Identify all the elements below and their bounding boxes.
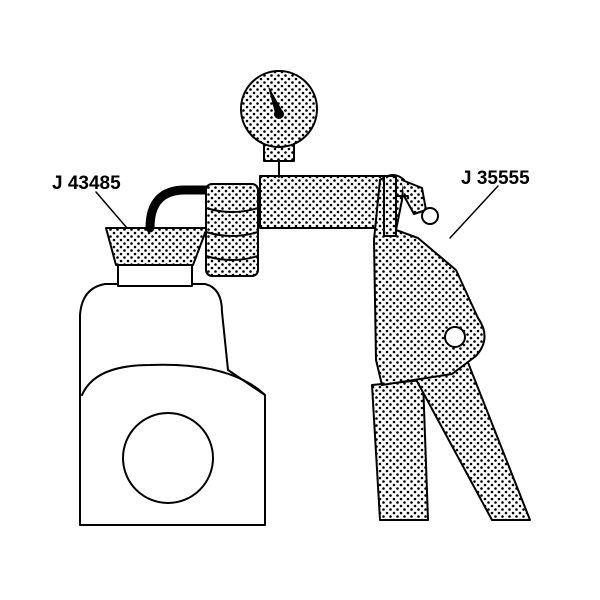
callout-label-j43485: J 43485 xyxy=(52,173,121,194)
catch-cup-stack xyxy=(205,183,259,277)
pivot-pin xyxy=(421,207,466,348)
pump-grip xyxy=(373,174,486,386)
bleeder-hose xyxy=(145,185,215,233)
pump-cylinder xyxy=(259,175,385,229)
pump-handle-lower xyxy=(371,379,429,521)
leader-line-right xyxy=(449,185,499,239)
pump-lever-arm xyxy=(411,354,531,521)
reservoir-cap-ring xyxy=(122,412,214,504)
leader-line-left xyxy=(95,191,128,229)
reservoir-adapter-cup xyxy=(105,227,208,266)
pressure-gauge xyxy=(240,70,318,148)
gauge-stem xyxy=(263,142,295,178)
callout-label-j35555: J 35555 xyxy=(461,168,530,189)
